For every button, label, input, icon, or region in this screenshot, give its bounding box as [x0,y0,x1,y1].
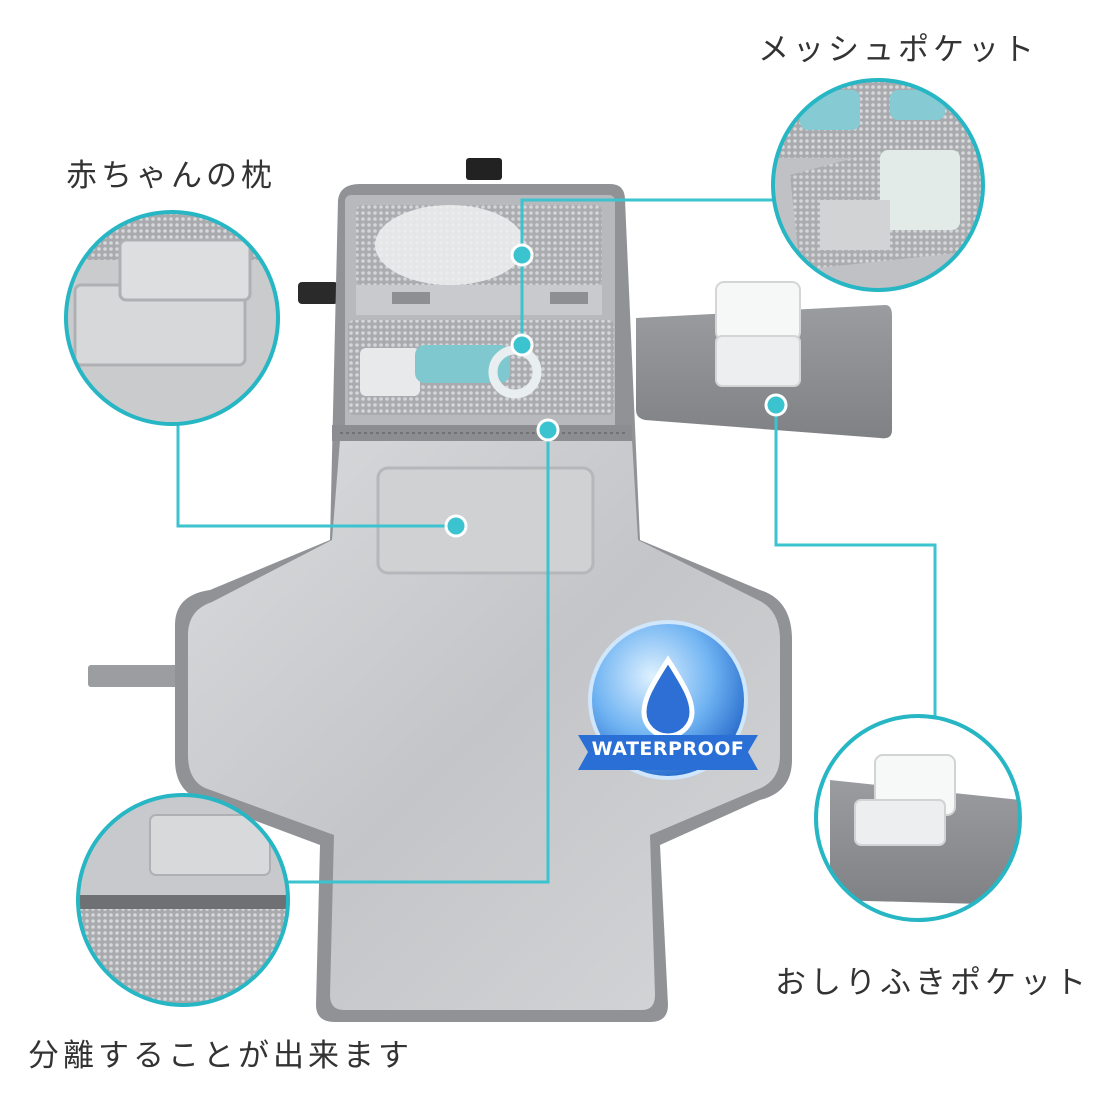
callout-dot-icon [764,393,788,417]
toy-image [415,345,510,383]
mat-surface [188,440,780,1010]
zoom-detachable [76,793,290,1007]
callout-lines [176,198,937,884]
wipes-lid [715,281,801,341]
callout-dot-icon [444,514,468,538]
wipes-pack [715,335,801,387]
label-wipes-pocket: おしりふきポケット [775,965,1090,1001]
velcro-tab [550,292,588,304]
changing-mat [88,158,892,1022]
callout-dot-icon [510,243,534,267]
label-baby-pillow: 赤ちゃんの枕 [66,158,276,194]
diaper-image [375,205,525,285]
label-detachable: 分離することが出来ます [28,1038,413,1074]
bib-image [360,348,420,396]
callout-dots [444,243,788,538]
side-strap [88,665,188,687]
badge-ribbon [578,735,758,770]
callout-dot-icon [536,418,560,442]
strap-buckle [298,282,338,304]
zoom-mesh-pocket [771,78,985,292]
waterproof-badge [578,620,758,780]
callout-dot-icon [510,333,534,357]
badge-text: WATERPROOF [591,738,745,760]
pillow-panel [376,466,595,575]
velcro-tab [392,292,430,304]
handle [466,158,502,180]
label-mesh-pocket: メッシュポケット [758,32,1038,68]
zoom-pillow [64,210,280,426]
zoom-wipes-pocket [814,714,1022,922]
